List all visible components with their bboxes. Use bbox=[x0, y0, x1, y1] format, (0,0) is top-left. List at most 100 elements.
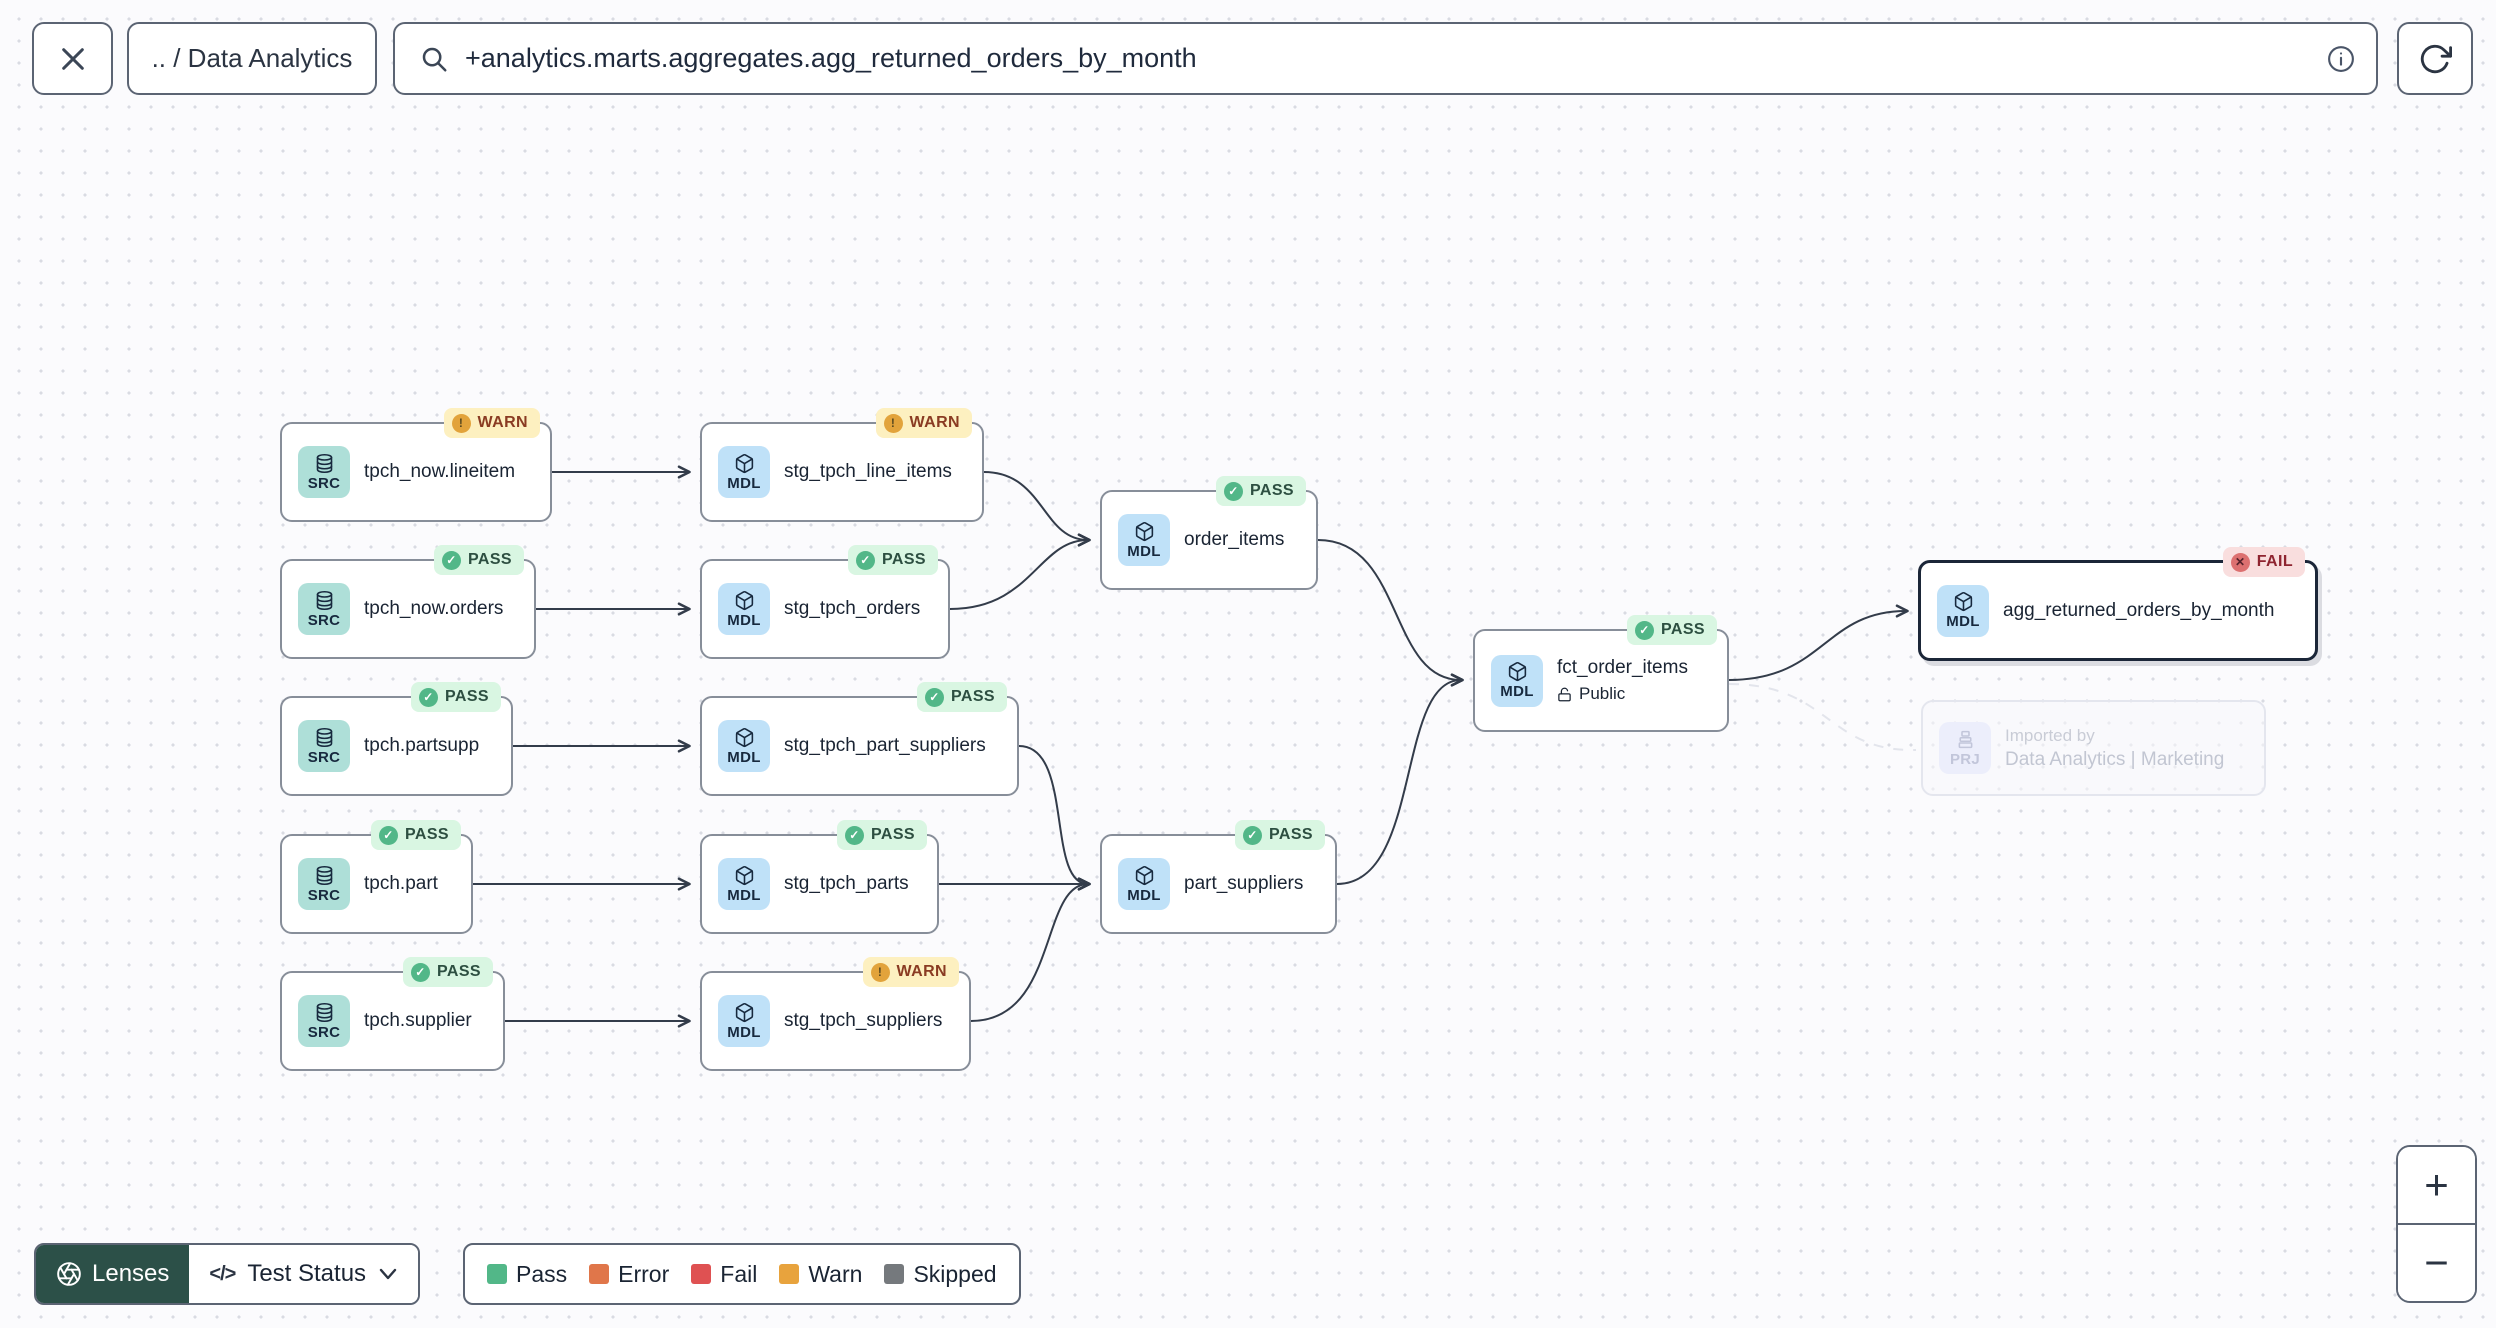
lens-pill: Lenses </> Test Status bbox=[34, 1243, 421, 1305]
status-pass-icon: ✓ bbox=[379, 825, 399, 845]
legend-item-error: Error bbox=[589, 1261, 669, 1288]
breadcrumb-button[interactable]: .. / Data Analytics bbox=[127, 22, 377, 95]
legend-item-pass: Pass bbox=[487, 1261, 567, 1288]
database-icon: SRC bbox=[298, 583, 350, 635]
node-label: tpch_now.lineitem bbox=[364, 461, 516, 482]
node-order_items[interactable]: MDL order_items ✓PASS bbox=[1100, 476, 1318, 590]
model-cube-icon: MDL bbox=[718, 720, 770, 772]
lenses-label: Lenses bbox=[92, 1260, 170, 1287]
aperture-icon bbox=[57, 1262, 81, 1286]
model-cube-icon: MDL bbox=[1118, 858, 1170, 910]
node-label: Data Analytics | Marketing bbox=[2005, 748, 2225, 770]
status-fail-icon: ✕ bbox=[2230, 552, 2250, 572]
status-badge-pass: ✓PASS bbox=[1235, 820, 1325, 850]
node-tpch_supplier[interactable]: SRC tpch.supplier ✓PASS bbox=[280, 957, 505, 1071]
node-label: agg_returned_orders_by_month bbox=[2003, 599, 2275, 621]
node-label: order_items bbox=[1184, 529, 1285, 550]
status-badge-pass: ✓PASS bbox=[434, 545, 524, 575]
status-badge-pass: ✓PASS bbox=[371, 820, 461, 850]
legend-label: Skipped bbox=[913, 1260, 997, 1287]
legend-swatch bbox=[884, 1264, 905, 1284]
legend-swatch bbox=[691, 1264, 712, 1284]
search-input[interactable] bbox=[465, 43, 2306, 74]
status-pass-icon: ✓ bbox=[856, 550, 876, 570]
node-label: tpch.partsupp bbox=[364, 735, 480, 756]
zoom-in-button[interactable]: + bbox=[2398, 1147, 2475, 1225]
node-access: Public bbox=[1557, 684, 1688, 704]
status-badge-pass: ✓PASS bbox=[1627, 615, 1717, 645]
model-cube-icon: MDL bbox=[1118, 514, 1170, 566]
legend-label: Error bbox=[618, 1260, 670, 1287]
node-tpch_now_orders[interactable]: SRC tpch_now.orders ✓PASS bbox=[280, 545, 536, 659]
status-badge-pass: ✓PASS bbox=[848, 545, 938, 575]
edge-fct_order_items-to-imported_by_project bbox=[1728, 683, 1917, 752]
legend-item-fail: Fail bbox=[691, 1261, 757, 1288]
legend-label: Warn bbox=[808, 1260, 863, 1287]
node-label: stg_tpch_part_suppliers bbox=[784, 735, 986, 756]
node-part_suppliers[interactable]: MDL part_suppliers ✓PASS bbox=[1100, 820, 1337, 934]
status-pass-icon: ✓ bbox=[419, 687, 439, 707]
search-icon bbox=[422, 47, 447, 71]
legend-item-warn: Warn bbox=[779, 1261, 862, 1288]
node-label: tpch.supplier bbox=[364, 1010, 472, 1031]
chevron-down-icon bbox=[379, 1268, 397, 1280]
code-icon: </> bbox=[209, 1262, 236, 1285]
project-icon: PRJ bbox=[1939, 722, 1991, 774]
status-badge-pass: ✓PASS bbox=[403, 957, 493, 987]
status-pass-icon: ✓ bbox=[925, 687, 945, 707]
status-pass-icon: ✓ bbox=[845, 825, 865, 845]
database-icon: SRC bbox=[298, 446, 350, 498]
model-cube-icon: MDL bbox=[1937, 584, 1989, 637]
zoom-out-button[interactable]: − bbox=[2398, 1225, 2475, 1301]
legend-swatch bbox=[779, 1264, 800, 1284]
status-badge-pass: ✓PASS bbox=[1216, 476, 1306, 506]
info-icon[interactable] bbox=[2326, 44, 2356, 74]
unlock-icon bbox=[1557, 687, 1572, 702]
legend-label: Pass bbox=[516, 1260, 568, 1287]
node-tpch_now_lineitem[interactable]: SRC tpch_now.lineitem !WARN bbox=[280, 408, 552, 522]
legend-label: Fail bbox=[720, 1260, 758, 1287]
database-icon: SRC bbox=[298, 995, 350, 1047]
status-pass-icon: ✓ bbox=[1243, 825, 1263, 845]
status-badge-warn: !WARN bbox=[875, 408, 972, 438]
status-badge-warn: !WARN bbox=[443, 408, 540, 438]
lenses-button[interactable]: Lenses bbox=[36, 1245, 190, 1303]
status-badge-pass: ✓PASS bbox=[837, 820, 927, 850]
lens-selected-label: Test Status bbox=[247, 1260, 367, 1287]
search-bar[interactable] bbox=[393, 22, 2378, 95]
model-cube-icon: MDL bbox=[718, 583, 770, 635]
database-icon: SRC bbox=[298, 720, 350, 772]
plus-icon: + bbox=[2424, 1161, 2449, 1208]
node-label: stg_tpch_parts bbox=[784, 873, 909, 894]
node-stg_tpch_orders[interactable]: MDL stg_tpch_orders ✓PASS bbox=[700, 545, 950, 659]
status-pass-icon: ✓ bbox=[1224, 481, 1244, 501]
close-icon bbox=[61, 47, 84, 70]
lens-selector[interactable]: </> Test Status bbox=[189, 1245, 419, 1303]
model-cube-icon: MDL bbox=[718, 995, 770, 1047]
edge-stg_tpch_part_suppliers-to-part_suppliers bbox=[1018, 745, 1091, 891]
node-label: tpch.part bbox=[364, 873, 438, 894]
status-warn-icon: ! bbox=[883, 413, 903, 433]
node-agg_returned_orders_by_month[interactable]: MDL agg_returned_orders_by_month ✕FAIL bbox=[1918, 547, 2318, 661]
node-tpch_partsupp[interactable]: SRC tpch.partsupp ✓PASS bbox=[280, 682, 513, 796]
legend-swatch bbox=[589, 1264, 610, 1284]
status-badge-pass: ✓PASS bbox=[411, 682, 501, 712]
node-label: stg_tpch_line_items bbox=[784, 461, 952, 482]
status-badge-fail: ✕FAIL bbox=[2222, 547, 2305, 577]
zoom-controls: + − bbox=[2396, 1145, 2477, 1303]
node-label: tpch_now.orders bbox=[364, 598, 504, 619]
test-status-legend: Pass Error Fail Warn Skipped bbox=[463, 1243, 1021, 1305]
node-label: stg_tpch_orders bbox=[784, 598, 921, 619]
node-label: part_suppliers bbox=[1184, 873, 1304, 894]
close-button[interactable] bbox=[32, 22, 113, 95]
status-pass-icon: ✓ bbox=[1635, 620, 1655, 640]
refresh-button[interactable] bbox=[2397, 22, 2473, 95]
